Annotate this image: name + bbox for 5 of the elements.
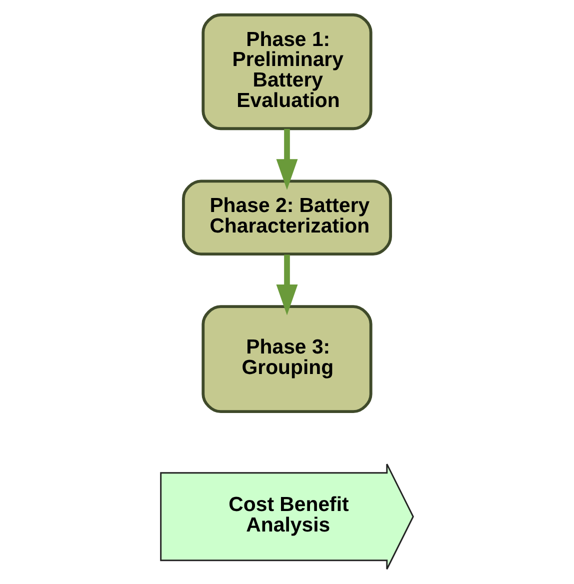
node-box: Phase 1: Preliminary Battery Evaluation [202, 13, 372, 130]
node-box: Phase 3: Grouping [202, 305, 372, 414]
node-box: Phase 2: Battery Characterization [182, 180, 392, 256]
arrow [276, 128, 298, 190]
arrow [276, 254, 298, 316]
